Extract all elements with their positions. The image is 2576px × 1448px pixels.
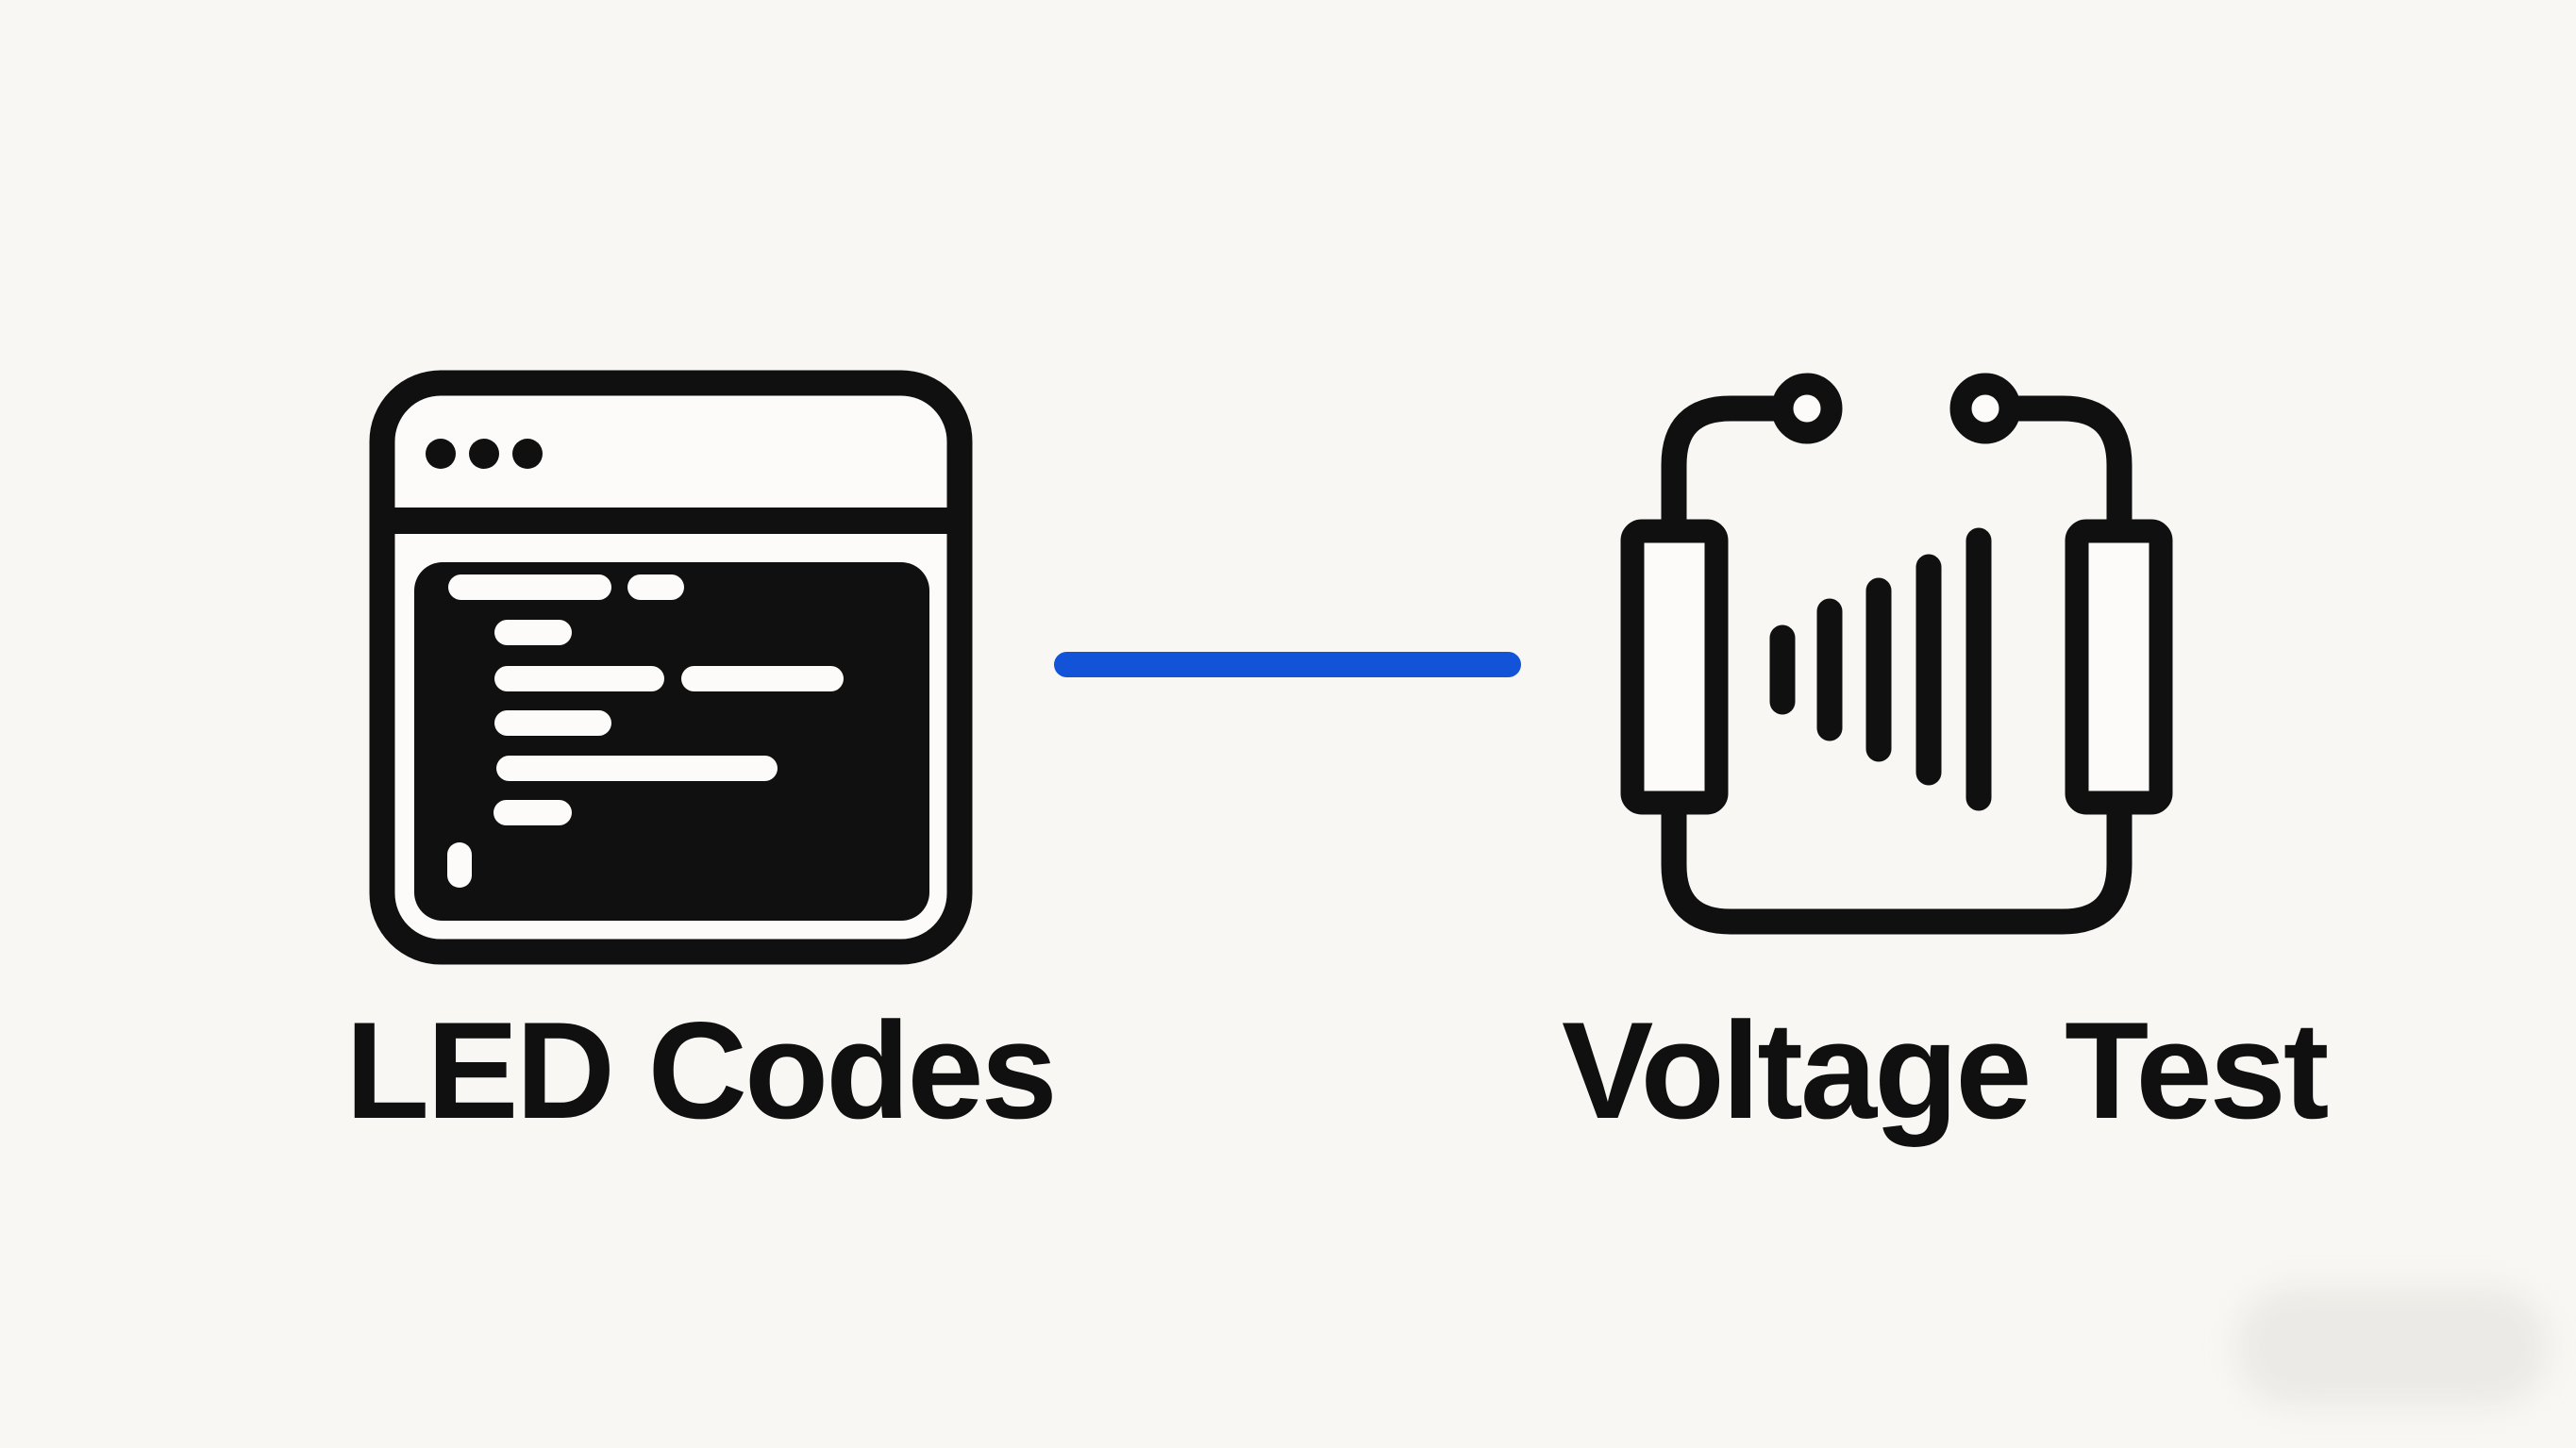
label-voltage-test: Voltage Test bbox=[1562, 993, 2329, 1147]
node-led-codes bbox=[369, 370, 973, 965]
node-voltage-test bbox=[1604, 358, 2189, 943]
meter-body-and-wires bbox=[1661, 395, 2133, 935]
terminal-ring-left-icon bbox=[1771, 373, 1843, 444]
code-lines-icon bbox=[448, 574, 844, 825]
signal-bars-icon bbox=[1769, 527, 1992, 811]
window-dots-icon bbox=[426, 439, 543, 469]
watermark-smudge bbox=[2236, 1288, 2548, 1406]
cursor-icon bbox=[447, 842, 472, 888]
voltage-meter-icon bbox=[1620, 373, 2173, 935]
probe-right bbox=[2065, 519, 2173, 815]
terminal-window-icon bbox=[369, 370, 973, 965]
probe-left bbox=[1620, 519, 1729, 815]
terminal-ring-right-icon bbox=[1949, 373, 2021, 444]
label-led-codes: LED Codes bbox=[345, 993, 1058, 1147]
connector-line bbox=[1054, 652, 1521, 677]
code-panel bbox=[414, 562, 929, 921]
